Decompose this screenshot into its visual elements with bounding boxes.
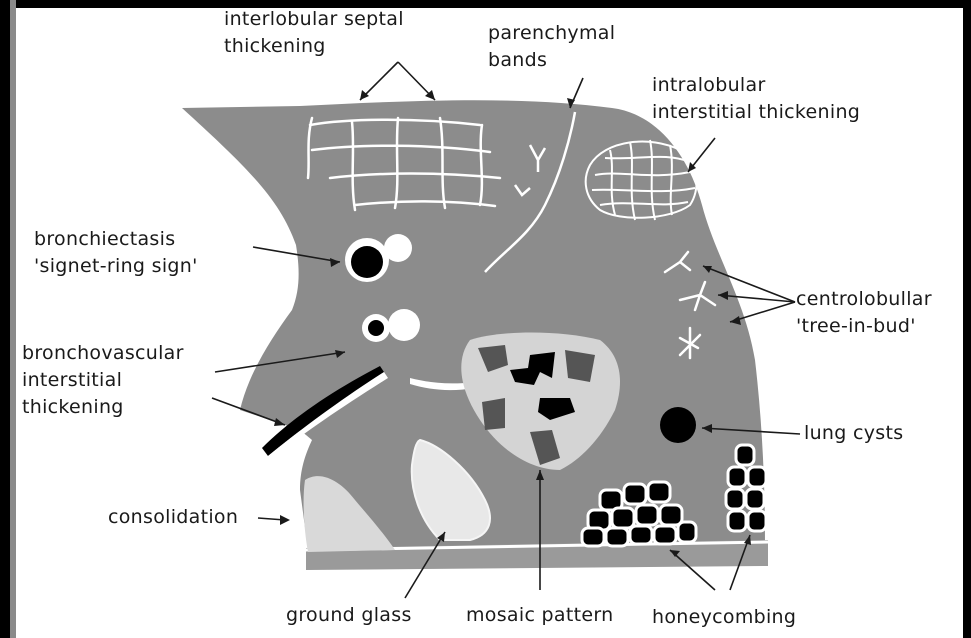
label-line: intralobular	[652, 72, 860, 99]
label-line: centrolobullar	[796, 286, 932, 313]
label-lung-cysts: lung cysts	[804, 420, 903, 447]
label-centrolobular: centrolobullar 'tree-in-bud'	[796, 286, 932, 340]
label-honeycombing: honeycombing	[652, 604, 796, 631]
label-bronchovascular: bronchovascular interstitial thickening	[22, 340, 184, 421]
label-line: interlobular septal	[224, 6, 404, 33]
label-line: interstitial	[22, 367, 184, 394]
label-intralobular: intralobular interstitial thickening	[652, 72, 860, 126]
label-line: interstitial thickening	[652, 99, 860, 126]
bronchiectasis-lumen	[351, 246, 383, 278]
label-consolidation: consolidation	[108, 504, 238, 531]
label-parenchymal-bands: parenchymal bands	[488, 20, 615, 74]
label-line: thickening	[224, 33, 404, 60]
label-line: bronchiectasis	[34, 226, 198, 253]
label-interlobular-septal: interlobular septal thickening	[224, 6, 404, 60]
bronchus-small-lumen	[368, 320, 384, 336]
lung-cyst	[660, 407, 696, 443]
label-mosaic-pattern: mosaic pattern	[466, 602, 613, 629]
label-ground-glass: ground glass	[286, 602, 412, 629]
label-line: parenchymal	[488, 20, 615, 47]
label-line: 'signet-ring sign'	[34, 253, 198, 280]
label-line: bands	[488, 47, 615, 74]
label-line: bronchovascular	[22, 340, 184, 367]
vessel-small	[388, 309, 420, 341]
label-bronchiectasis: bronchiectasis 'signet-ring sign'	[34, 226, 198, 280]
label-line: thickening	[22, 394, 184, 421]
label-line: 'tree-in-bud'	[796, 313, 932, 340]
